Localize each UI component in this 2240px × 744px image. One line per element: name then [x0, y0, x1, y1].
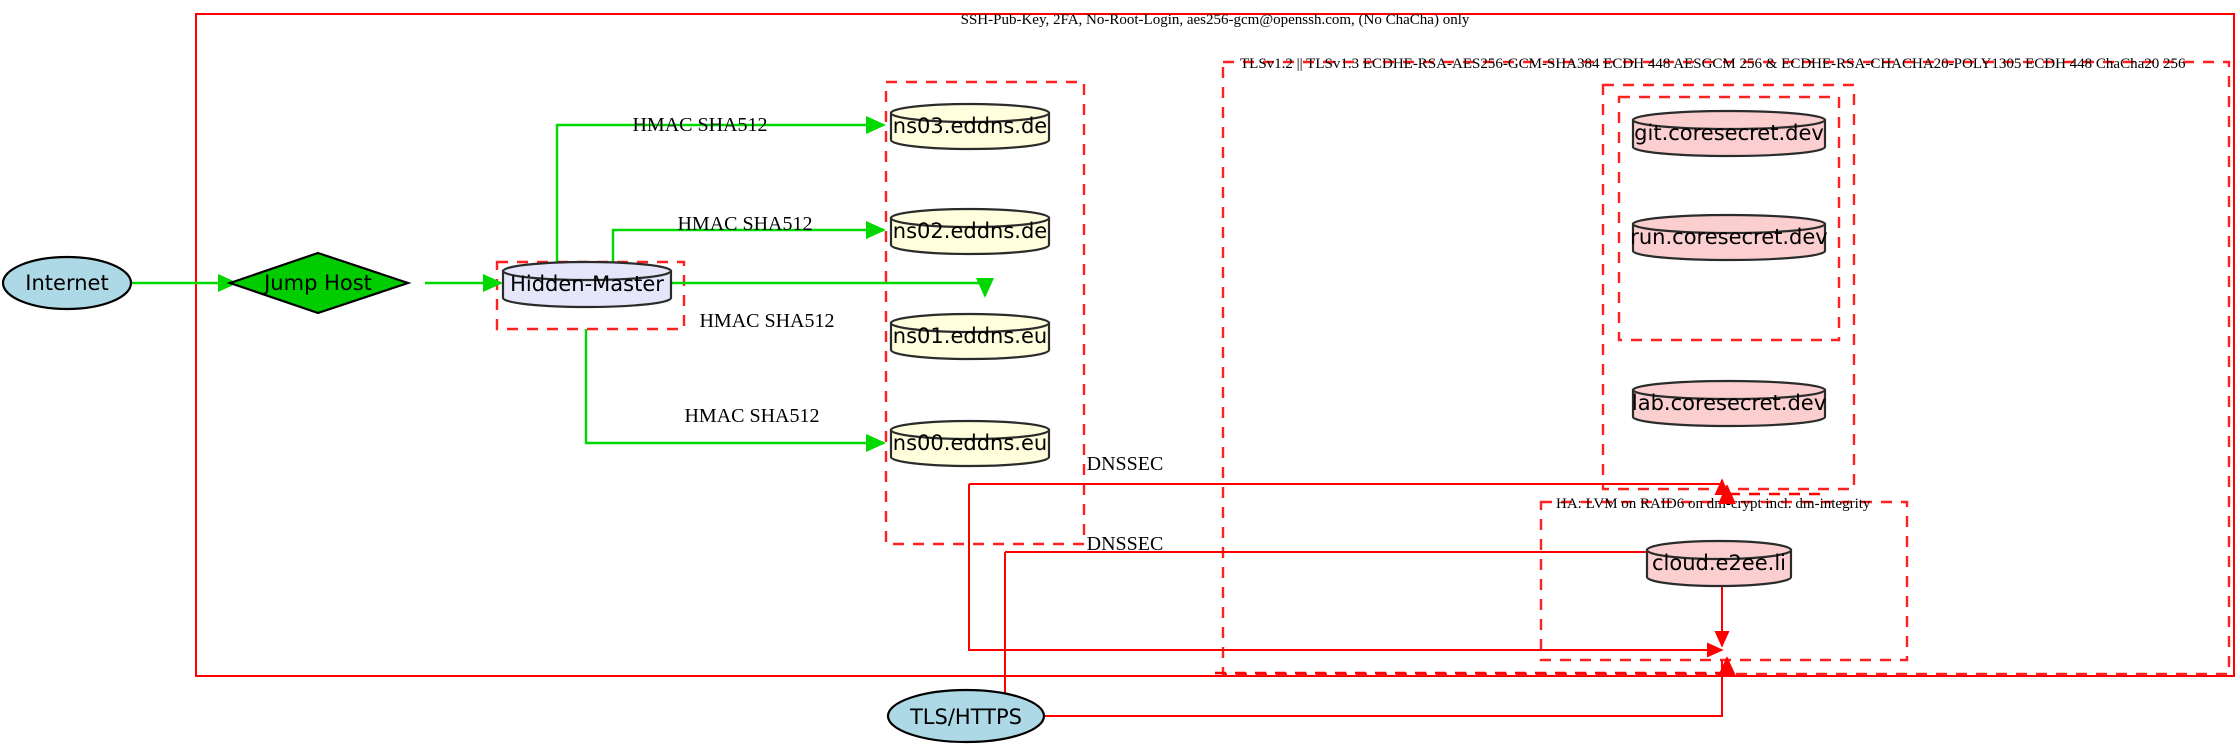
coresecret-inner-cluster-box	[1617, 95, 1841, 342]
dns-cluster-box	[884, 80, 1086, 546]
edge-dnssec-lower-dashed	[1215, 656, 1737, 677]
edge-label-hmac-ns01: HMAC SHA512	[699, 310, 834, 332]
edge-hiddenmaster-to-ns03	[555, 115, 886, 264]
node-lab-coresecret-label: lab.coresecret.dev	[1632, 391, 1826, 415]
edge-hiddenmaster-to-ns01	[668, 277, 995, 298]
node-run-coresecret[interactable]: run.coresecret.dev	[1630, 213, 1828, 262]
edge-tlshttps-to-ha	[1044, 660, 1723, 717]
edge-dnssec-lower-route	[968, 484, 1724, 658]
node-lab-coresecret[interactable]: lab.coresecret.dev	[1632, 379, 1826, 428]
node-ns03[interactable]: ns03.eddns.de	[889, 102, 1051, 151]
node-hidden-master[interactable]: Hidden-Master	[501, 260, 673, 309]
edge-label-hmac-ns03: HMAC SHA512	[632, 114, 767, 136]
node-ns01-label: ns01.eddns.eu	[893, 324, 1047, 348]
node-ns02-label: ns02.eddns.de	[893, 219, 1047, 243]
edge-dnssec-lower-solid-v	[1005, 551, 1730, 648]
node-ns01[interactable]: ns01.eddns.eu	[889, 312, 1051, 361]
node-ns03-label: ns03.eddns.de	[893, 114, 1047, 138]
ssh-boundary-box	[195, 13, 2235, 677]
node-ns00-label: ns00.eddns.eu	[893, 431, 1047, 455]
edge-label-hmac-ns00: HMAC SHA512	[684, 405, 819, 427]
node-jump-host-label: Jump Host	[262, 271, 372, 295]
edge-dnssec-upper-solid	[969, 478, 1730, 496]
node-ns00[interactable]: ns00.eddns.eu	[889, 419, 1051, 468]
edge-hiddenmaster-to-ns02	[611, 220, 886, 262]
edge-label-dnssec-lower: DNSSEC	[1087, 533, 1164, 555]
node-hidden-master-label: Hidden-Master	[510, 272, 664, 296]
tls-cluster-label: TLSv1.2 || TLSv1.3 ECDHE-RSA-AES256-GCM-…	[1240, 56, 2186, 72]
edge-label-dnssec-upper: DNSSEC	[1087, 453, 1164, 475]
node-cloud-e2ee-label: cloud.e2ee.li	[1652, 551, 1786, 575]
node-ns02[interactable]: ns02.eddns.de	[889, 207, 1051, 256]
node-git-coresecret[interactable]: git.coresecret.dev	[1631, 109, 1827, 158]
hidden-master-cluster-box	[495, 260, 686, 331]
node-run-coresecret-label: run.coresecret.dev	[1630, 225, 1828, 249]
edge-hiddenmaster-to-ns00	[584, 329, 886, 453]
ssh-boundary-label: SSH-Pub-Key, 2FA, No-Root-Login, aes256-…	[961, 12, 1470, 28]
node-tls-https[interactable]: TLS/HTTPS	[886, 688, 1046, 744]
node-jump-host[interactable]: Jump Host	[226, 251, 412, 315]
node-cloud-e2ee[interactable]: cloud.e2ee.li	[1645, 539, 1793, 588]
ha-cluster-label: HA: LVM on RAID6 on dm-crypt incl. dm-in…	[1556, 496, 1871, 512]
node-git-coresecret-label: git.coresecret.dev	[1634, 121, 1824, 145]
edge-label-hmac-ns02: HMAC SHA512	[677, 213, 812, 235]
node-tls-https-label: TLS/HTTPS	[909, 705, 1022, 729]
node-internet-label: Internet	[25, 271, 108, 295]
node-internet[interactable]: Internet	[1, 255, 133, 311]
edge-dnssec-upper-dashed	[1717, 484, 1820, 505]
